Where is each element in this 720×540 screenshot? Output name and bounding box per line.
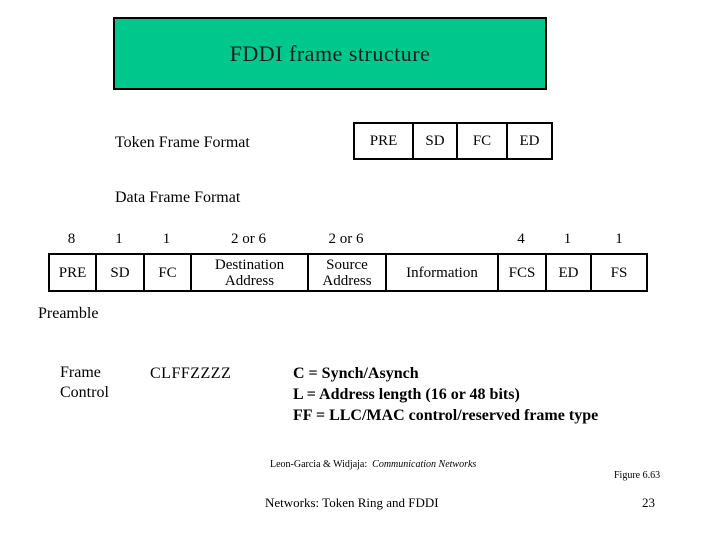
frame-control-legend: C = Synch/Asynch L = Address length (16 …: [293, 363, 598, 426]
data-field-destination-address: Destination Address: [190, 253, 307, 292]
token-field-pre: PRE: [353, 122, 412, 160]
data-frame-sizes: 8 1 1 2 or 6 2 or 6 4 1 1: [48, 231, 648, 252]
deck-title: Networks: Token Ring and FDDI: [265, 495, 439, 510]
token-frame-diagram: PRE SD FC ED: [353, 122, 553, 160]
citation: Leon-Garcia & Widjaja: Communication Netw…: [270, 459, 476, 470]
legend-line-c: C = Synch/Asynch: [293, 365, 419, 382]
data-frame-heading: Data Frame Format: [115, 189, 241, 206]
size-label-destination: 2 or 6: [231, 231, 266, 247]
size-label-fs: 1: [615, 231, 623, 247]
size-label-information: [385, 231, 497, 252]
size-label-pre: 8: [67, 231, 76, 247]
slide-title: FDDI frame structure: [229, 40, 431, 66]
data-field-pre: PRE: [48, 253, 95, 292]
citation-book-title: Communication Networks: [372, 459, 477, 470]
token-field-fc: FC: [456, 122, 506, 160]
size-label-source: 2 or 6: [328, 231, 364, 247]
data-field-fcs: FCS: [497, 253, 545, 292]
token-field-ed: ED: [506, 122, 553, 160]
figure-label: Figure 6.63: [614, 470, 661, 481]
size-label-fcs: 4: [517, 231, 525, 247]
size-label-fc: 1: [162, 231, 171, 247]
data-field-source-address: Source Address: [307, 253, 385, 292]
data-field-sd: SD: [95, 253, 143, 292]
citation-authors: Leon-Garcia & Widjaja:: [270, 459, 368, 470]
size-label-ed: 1: [563, 231, 572, 247]
legend-line-ff: FF = LLC/MAC control/reserved frame type: [293, 407, 599, 424]
token-frame-heading: Token Frame Format: [115, 134, 250, 151]
legend-line-l: L = Address length (16 or 48 bits): [293, 386, 520, 403]
title-box: FDDI frame structure: [113, 17, 547, 90]
page-number: 23: [642, 495, 655, 510]
frame-control-bits: CLFFZZZZ: [150, 365, 232, 382]
data-field-information: Information: [385, 253, 497, 292]
data-frame-diagram: PRE SD FC Destination Address Source Add…: [48, 253, 648, 292]
token-field-sd: SD: [412, 122, 456, 160]
frame-control-label: Frame Control: [60, 364, 109, 401]
data-field-ed: ED: [545, 253, 590, 292]
data-field-fc: FC: [143, 253, 190, 292]
preamble-label: Preamble: [38, 305, 99, 322]
data-field-fs: FS: [590, 253, 648, 292]
size-label-sd: 1: [115, 231, 123, 247]
